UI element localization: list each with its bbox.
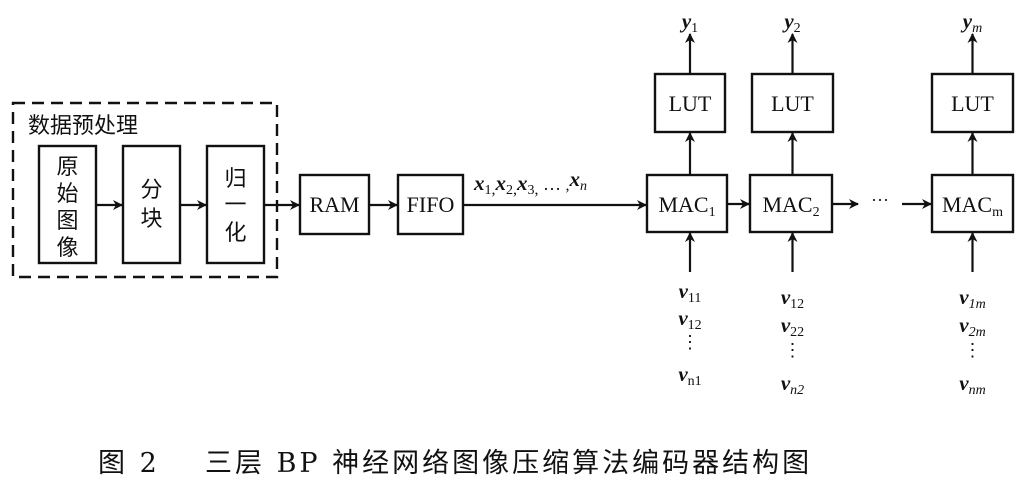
normalize-char-3: 化 [224, 221, 246, 246]
weight-label: v22 [781, 313, 804, 340]
original-image-char-1: 原 [56, 155, 78, 180]
fifo-block: FIFO [396, 173, 465, 236]
mac-box [748, 173, 834, 234]
seq-var-base: x [569, 167, 581, 191]
mac-label: MACm [942, 192, 1003, 220]
weight-label: v12 [678, 306, 701, 333]
weight-label: v12 [781, 285, 804, 312]
fifo-label: FIFO [407, 192, 455, 217]
chain-ellipsis: ··· [871, 190, 889, 210]
seq-var-base: x [516, 171, 528, 195]
seq-var-sub: n [580, 179, 587, 194]
output-label: ym [960, 9, 982, 36]
seq-var-base: x [473, 171, 485, 195]
preprocess-dashed-border [11, 101, 279, 279]
seq-var-base: x [495, 171, 507, 195]
caption-figure-number: 图 2 [98, 448, 160, 479]
lut-box [653, 72, 727, 134]
normalize-char-2: 一 [224, 193, 246, 218]
input-sequence-label: x1,x2,x3, … ,xn [473, 167, 587, 198]
seq-separator: , [535, 181, 539, 198]
normalize-box [205, 144, 266, 265]
weights-vdots: ⋮ [964, 340, 982, 360]
seq-ellipsis: … [539, 174, 566, 194]
preprocess-title: 数据预处理 [28, 114, 138, 139]
lut-label: LUT [771, 91, 814, 116]
output-label: y2 [781, 9, 800, 36]
ram-label: RAM [309, 192, 359, 217]
weight-label: v2m [959, 313, 985, 340]
partition-char-2: 块 [140, 207, 162, 232]
seq-var-sub: 1 [485, 183, 492, 198]
output-label: y1 [679, 9, 698, 36]
seq-separator: , [492, 181, 496, 198]
figure-caption: 图 2 三层 BP 神经网络图像压缩算法编码器结构图 [98, 448, 812, 479]
partition-box [121, 144, 182, 265]
seq-var-sub: 2 [506, 183, 513, 198]
weight-label: vn1 [678, 362, 701, 389]
seq-separator: , [566, 177, 570, 194]
block-original-image: 原 始 图 像 [37, 144, 98, 265]
original-image-char-2: 始 [56, 182, 78, 207]
original-image-char-4: 像 [56, 236, 78, 261]
lut-label: LUT [669, 91, 712, 116]
ram-block: RAM [298, 173, 371, 236]
weight-label: vnm [959, 371, 985, 398]
preprocess-group: 数据预处理 原 始 图 像 分 块 归 一 化 [11, 101, 279, 279]
partition-char-1: 分 [140, 178, 162, 203]
weights-vdots: ⋮ [784, 340, 802, 360]
mac-columns: MAC1LUTy1v11v12⋮vn1MAC2LUTy2v12v22⋮vn2MA… [645, 9, 1015, 398]
block-normalize: 归 一 化 [205, 144, 266, 265]
ram-box [298, 173, 371, 236]
weight-label: vn2 [781, 371, 804, 398]
caption-text: 三层 BP 神经网络图像压缩算法编码器结构图 [205, 448, 812, 479]
original-image-char-3: 图 [56, 209, 78, 234]
weights-vdots: ⋮ [681, 332, 699, 352]
mac-label: MAC2 [762, 192, 819, 220]
seq-separator: , [513, 181, 517, 198]
mac-label: MAC1 [658, 192, 715, 220]
block-partition: 分 块 [121, 144, 182, 265]
normalize-char-1: 归 [224, 167, 246, 192]
weight-label: v1m [959, 285, 985, 312]
lut-label: LUT [951, 91, 994, 116]
seq-var-sub: 3 [528, 183, 535, 198]
weight-label: v11 [679, 279, 702, 306]
